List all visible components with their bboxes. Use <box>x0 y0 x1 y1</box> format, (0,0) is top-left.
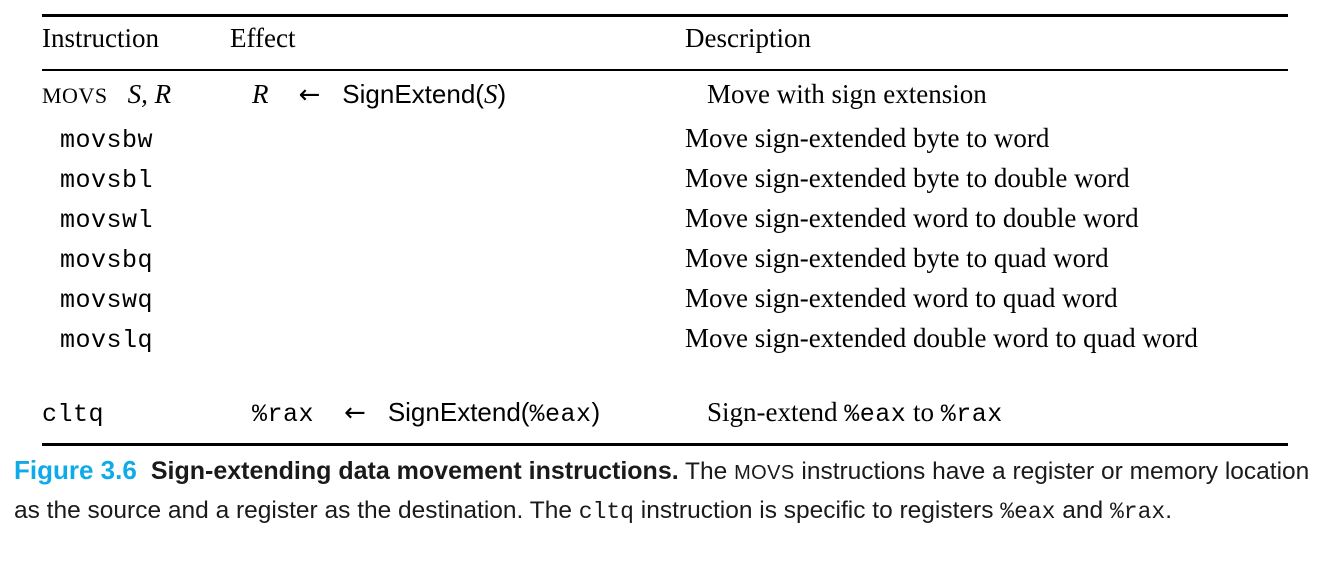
table-row: movsbw Move sign-extended byte to word <box>42 123 1288 163</box>
column-header-description: Description <box>685 23 811 53</box>
left-arrow-icon: ← <box>344 398 366 428</box>
table-row: movsbq Move sign-extended byte to quad w… <box>42 243 1288 283</box>
caption-cltq-mnemonic: cltq <box>578 499 634 525</box>
table-header-row: Instruction Effect Description <box>42 17 1288 69</box>
caption-body-4: and <box>1055 497 1110 524</box>
effect-function: SignExtend( <box>342 79 484 109</box>
instruction-mnemonic: cltq <box>42 400 105 429</box>
table-group-spacer <box>42 363 1288 393</box>
cell-description: Move sign-extended byte to double word <box>685 163 1130 193</box>
instruction-mnemonic: movsbq <box>60 246 154 275</box>
caption-movs-mnemonic: MOVS <box>734 462 795 484</box>
caption-register-eax: %eax <box>1000 499 1056 525</box>
effect-argument: %eax <box>529 400 592 429</box>
figure-title: Sign-extending data movement instruction… <box>150 457 679 485</box>
column-header-instruction: Instruction <box>42 23 159 53</box>
column-header-effect: Effect <box>230 23 296 53</box>
cell-instruction: movswq <box>42 286 230 315</box>
description-register-dest: %rax <box>940 400 1003 429</box>
table-row: movsbl Move sign-extended byte to double… <box>42 163 1288 203</box>
table-row: movslq Move sign-extended double word to… <box>42 323 1288 363</box>
table-rule-top <box>42 14 1288 17</box>
caption-body-5: . <box>1165 497 1173 524</box>
figure-table: Instruction Effect Description MOVS S, R … <box>42 14 1288 446</box>
cell-instruction: cltq <box>42 400 230 429</box>
cell-instruction: movsbq <box>42 246 230 275</box>
cell-description: Sign-extend %eax to %rax <box>707 397 1288 429</box>
cell-effect: %rax ← SignExtend(%eax) <box>230 397 707 429</box>
effect-argument: S <box>483 79 498 109</box>
effect-close-paren: ) <box>591 397 601 427</box>
instruction-mnemonic: movswl <box>60 206 154 235</box>
cell-description: Move sign-extended word to quad word <box>685 283 1118 313</box>
caption-body-2: instructions have a register or memory l… <box>14 458 1310 524</box>
instruction-operands: S, R <box>127 79 172 109</box>
table-rule-bottom <box>42 443 1288 446</box>
figure-number: Figure 3.6 <box>14 455 137 485</box>
table-row: movswl Move sign-extended word to double… <box>42 203 1288 243</box>
caption-register-rax: %rax <box>1109 499 1166 525</box>
instruction-mnemonic: movsbw <box>60 126 154 155</box>
cell-effect: R ← SignExtend(S) <box>230 79 707 110</box>
table-row: MOVS S, R R ← SignExtend(S) Move with sign … <box>42 71 1288 123</box>
effect-function: SignExtend( <box>387 397 530 427</box>
caption-body-1: The <box>678 458 735 485</box>
instruction-mnemonic: movswq <box>60 286 154 315</box>
table-row: cltq %rax←SignExtend(%eax) Sign-extend %… <box>42 393 1288 443</box>
cell-instruction: movsbl <box>42 166 230 195</box>
cell-description: Move sign-extended byte to quad word <box>685 243 1109 273</box>
cell-instruction: movsbw <box>42 126 230 155</box>
instruction-mnemonic: movslq <box>60 326 154 355</box>
instruction-mnemonic: movsbl <box>60 166 154 195</box>
figure-caption: Figure 3.6 Sign-extending data movement i… <box>14 452 1314 531</box>
caption-body-3: instruction is specific to registers <box>633 497 1001 524</box>
cell-description: Move sign-extended word to double word <box>685 203 1139 233</box>
cell-description: Move sign-extended double word to quad w… <box>685 323 1198 353</box>
instruction-mnemonic: MOVS <box>42 83 108 108</box>
cell-instruction: MOVS S, R <box>42 79 230 110</box>
effect-close-paren: ) <box>497 79 507 109</box>
effect-destination: %rax <box>252 400 315 429</box>
description-text-pre: Sign-extend <box>707 397 845 427</box>
cell-description: Move with sign extension <box>707 79 987 109</box>
table-rule-header <box>42 69 1288 71</box>
effect-destination: R <box>252 79 269 109</box>
description-text-mid: to <box>906 397 941 427</box>
cell-description: Move sign-extended byte to word <box>685 123 1050 153</box>
cell-instruction: movswl <box>42 206 230 235</box>
cell-instruction: movslq <box>42 326 230 355</box>
table-row: movswq Move sign-extended word to quad w… <box>42 283 1288 323</box>
description-register-source: %eax <box>844 400 907 429</box>
left-arrow-icon: ← <box>298 80 321 110</box>
